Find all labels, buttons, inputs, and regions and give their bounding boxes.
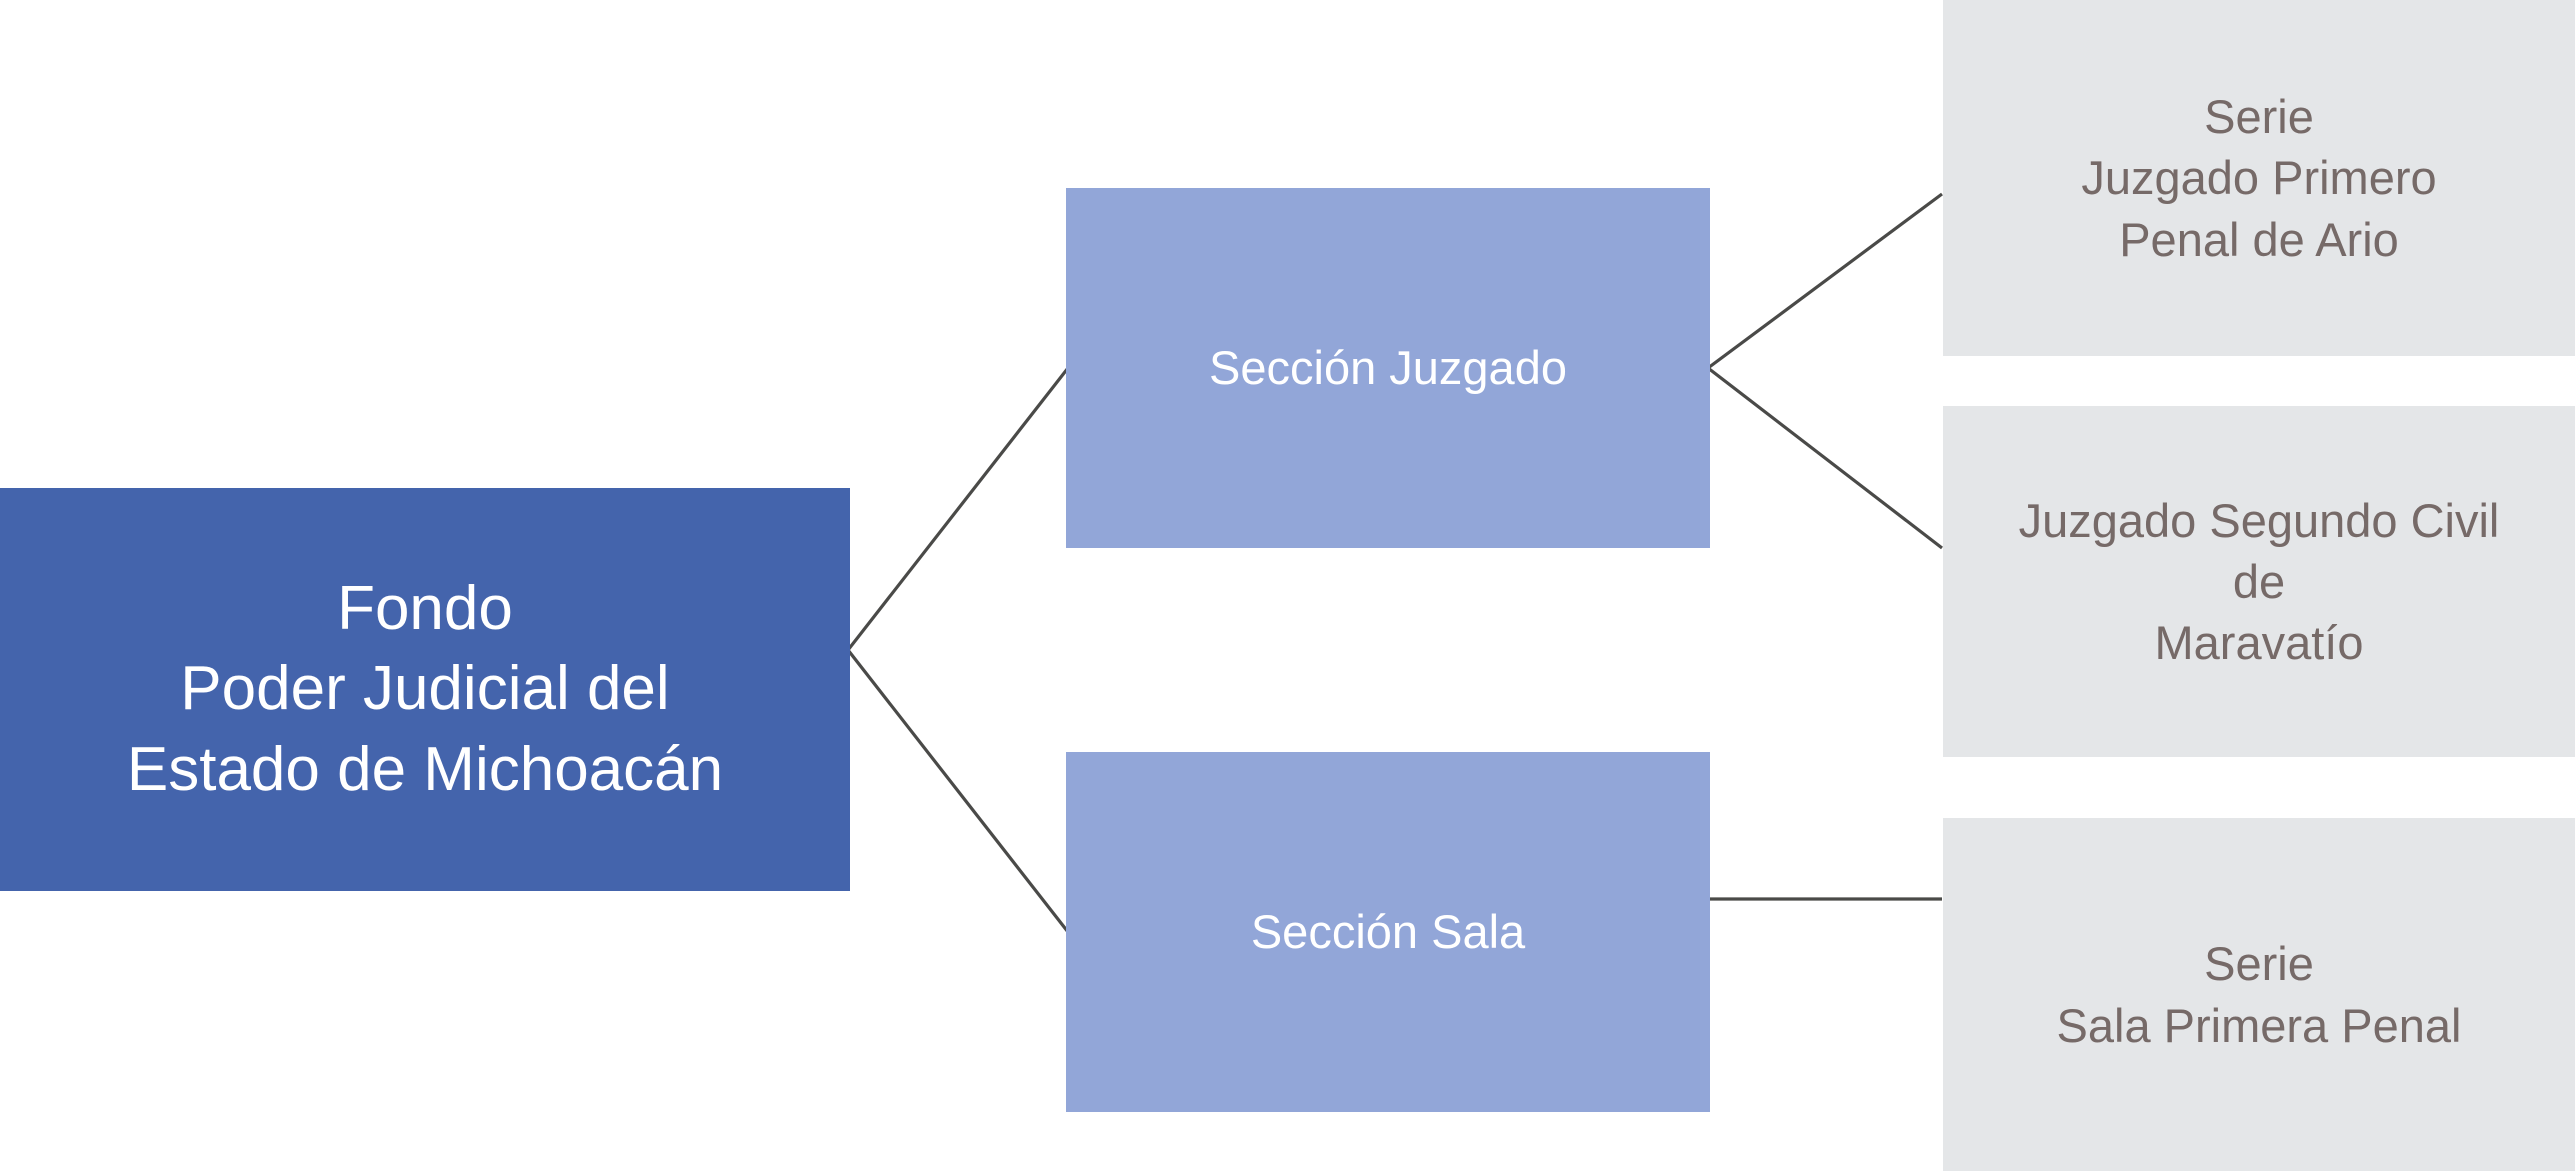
node-seccion-sala[interactable]: Sección Sala — [1066, 752, 1710, 1112]
edge-fondo-to-seccion-juzgado — [846, 367, 1070, 651]
node-fondo[interactable]: Fondo Poder Judicial del Estado de Micho… — [0, 488, 850, 891]
edge-seccion-juzgado-to-serie-juzgado-primero — [1707, 192, 1943, 370]
node-juzgado-segundo-civil-de-maravatio[interactable]: Juzgado Segundo Civil de Maravatío — [1943, 406, 2575, 757]
edge-seccion-juzgado-to-juzgado-segundo-civil — [1707, 366, 1943, 550]
node-serie-juzgado-primero-penal-de-ario[interactable]: Serie Juzgado Primero Penal de Ario — [1943, 0, 2575, 356]
node-serie-sala-primera-penal[interactable]: Serie Sala Primera Penal — [1943, 818, 2575, 1171]
edge-fondo-to-seccion-sala — [846, 649, 1070, 933]
node-seccion-juzgado[interactable]: Sección Juzgado — [1066, 188, 1710, 548]
